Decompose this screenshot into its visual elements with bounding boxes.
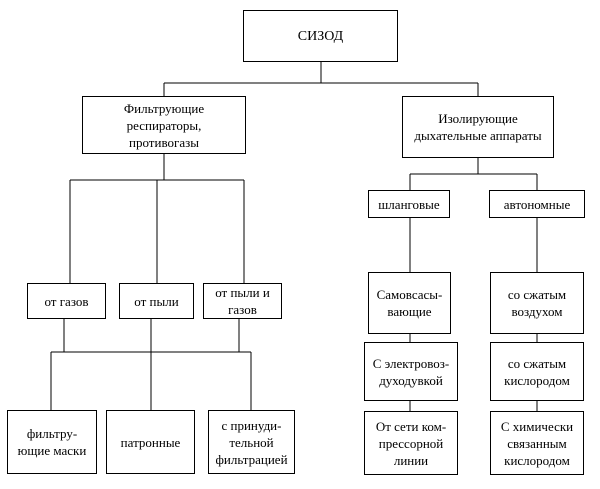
node-filtering-respirators: Фильтрующие респираторы, противогазы [82,96,246,154]
node-type-dust: от пыли [119,283,194,319]
node-isolating-apparatus: Изолирующие дыхательные аппараты [402,96,554,158]
node-device-cartridge: патронные [106,410,195,474]
node-type-gases: от газов [27,283,106,319]
node-autonomous-chemically-bound-oxygen: С химически связанным кислородом [490,411,584,475]
node-device-forced-filtration: с принуди- тельной фильтрацией [208,410,295,474]
node-autonomous-compressed-air: со сжатым воздухом [490,272,584,334]
node-hose: шланговые [368,190,450,218]
node-device-filtering-masks: фильтру- ющие маски [7,410,97,474]
node-hose-electric-blower: С электровоз- духодувкой [364,342,458,401]
node-type-dust-and-gases: от пыли и газов [203,283,282,319]
node-hose-compressor-line: От сети ком- прессорной линии [364,411,458,475]
node-autonomous-compressed-oxygen: со сжатым кислородом [490,342,584,401]
node-autonomous: автономные [489,190,585,218]
node-hose-self-suction: Самовсасы- вающие [368,272,451,334]
root-node-sizod: СИЗОД [243,10,398,62]
